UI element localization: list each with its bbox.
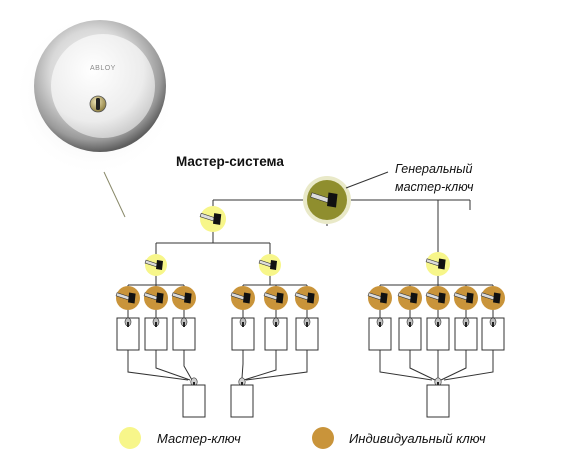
- shared-cylinder-rect: [426, 384, 450, 418]
- grand-master-label-line2: мастер-ключ: [395, 180, 474, 194]
- connector-line: [409, 350, 436, 381]
- shared-lock-cylinder: [230, 384, 254, 418]
- cylinder-pointer-line: [103, 171, 126, 218]
- individual-key-node: [453, 286, 478, 310]
- key-head: [276, 292, 284, 304]
- keyhole-slot: [155, 322, 157, 327]
- individual-key-node: [480, 286, 505, 310]
- legend-individual-key-label: Индивидуальный ключ: [349, 431, 486, 446]
- diagram-title: Мастер-система: [176, 154, 284, 169]
- connector-line: [440, 350, 467, 381]
- grand-master-label-line1: Генеральный: [395, 162, 472, 176]
- keyhole-slot: [275, 322, 277, 327]
- individual-key-node: [171, 286, 196, 310]
- connector-line: [243, 350, 277, 381]
- lock-cylinder: [144, 317, 168, 351]
- key-head: [307, 292, 315, 304]
- shared-lock-cylinder: [426, 384, 450, 418]
- connector-line: [443, 350, 494, 381]
- connector-line: [345, 171, 389, 189]
- legend-master-key-label: Мастер-ключ: [157, 431, 241, 446]
- keyhole-icon: [96, 98, 100, 110]
- keyhole-slot: [127, 322, 129, 327]
- shared-cylinder-rect: [230, 384, 254, 418]
- grand-master-key-node: [303, 176, 351, 224]
- lock-cylinder: [454, 317, 478, 351]
- shared-cylinder-rect: [182, 384, 206, 418]
- key-head: [213, 213, 222, 225]
- individual-key-node: [367, 286, 392, 310]
- legend-individual-key-swatch: [312, 427, 334, 449]
- key-head: [493, 292, 501, 304]
- lock-cylinder: [231, 317, 255, 351]
- keyhole-slot: [437, 322, 439, 327]
- key-head: [184, 292, 192, 304]
- master-key-node: [425, 252, 450, 276]
- connection-lines: [127, 199, 494, 381]
- lock-cylinder-photo: ABLOY: [13, 13, 177, 177]
- lock-cylinder: [264, 317, 288, 351]
- individual-key-node: [294, 286, 319, 310]
- shared-lock-cylinder: [182, 384, 206, 418]
- individual-key-node: [425, 286, 450, 310]
- key-head: [438, 292, 446, 304]
- keyhole-slot: [183, 322, 185, 327]
- keyhole-slot: [492, 322, 494, 327]
- individual-key-node: [230, 286, 255, 310]
- key-head: [128, 292, 136, 304]
- key-head: [466, 292, 474, 304]
- individual-key-node: [115, 286, 140, 310]
- legend-master-key-swatch: [119, 427, 141, 449]
- connector-line: [245, 350, 308, 381]
- master-key-node: [144, 254, 167, 276]
- cylinder-brand-text: ABLOY: [90, 65, 116, 72]
- legend: Мастер-ключ Индивидуальный ключ: [119, 427, 486, 449]
- connector-line: [127, 350, 189, 381]
- master-key-node: [199, 206, 226, 232]
- lock-cylinder: [295, 317, 319, 351]
- lock-cylinder: [481, 317, 505, 351]
- connector-line: [241, 350, 244, 379]
- connector-line: [155, 350, 191, 381]
- lock-cylinder: [398, 317, 422, 351]
- key-head: [156, 260, 163, 270]
- individual-key-node: [397, 286, 422, 310]
- master-key-node: [258, 254, 281, 276]
- key-head: [327, 192, 338, 208]
- key-nodes: [115, 171, 505, 418]
- individual-key-node: [143, 286, 168, 310]
- keyhole-slot: [242, 322, 244, 327]
- connector-line: [183, 350, 193, 381]
- key-head: [156, 292, 164, 304]
- keyhole-slot: [306, 322, 308, 327]
- lock-cylinder: [426, 317, 450, 351]
- key-head: [243, 292, 251, 304]
- connector-line: [379, 350, 433, 381]
- lock-cylinder: [172, 317, 196, 351]
- lock-cylinder: [368, 317, 392, 351]
- keyhole-slot: [379, 322, 381, 327]
- keyhole-slot: [465, 322, 467, 327]
- key-head: [380, 292, 388, 304]
- keyhole-slot: [409, 322, 411, 327]
- key-head: [438, 258, 446, 270]
- individual-key-node: [263, 286, 288, 310]
- lock-cylinder: [116, 317, 140, 351]
- cylinder-face: [51, 34, 155, 138]
- key-head: [410, 292, 418, 304]
- key-head: [270, 260, 277, 270]
